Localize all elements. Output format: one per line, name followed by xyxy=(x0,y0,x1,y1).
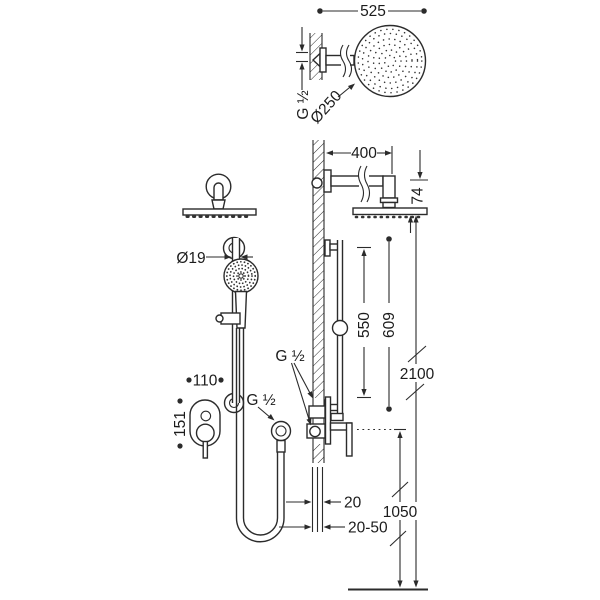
dim-projection-525: 525 xyxy=(360,3,386,20)
dim-overall-height: 2100 xyxy=(400,366,435,383)
front-view-figure: Ø19 G ½ 110 151 xyxy=(172,173,292,543)
dim-finished-wall: 20 xyxy=(344,495,362,512)
label-thread-top: G ½ xyxy=(295,90,312,119)
overhead-shower-figure: 525 G ½ Ø250 xyxy=(295,3,427,127)
side-view-figure: 400 74 xyxy=(275,140,436,591)
dim-slide-bar-length: 550 xyxy=(356,312,373,338)
dim-embed-depth-range: 20-50 xyxy=(348,520,388,537)
dim-mixer-height: 1050 xyxy=(383,504,418,521)
dim-arm-length: 400 xyxy=(351,145,377,162)
dim-head-offset: 74 xyxy=(410,187,427,205)
label-thread-outlet: G ½ xyxy=(246,392,275,409)
label-bar-diameter: Ø19 xyxy=(176,250,205,267)
label-head-diameter: Ø250 xyxy=(307,87,345,127)
dim-trim-height: 151 xyxy=(172,411,189,437)
dim-slide-bar-overall: 609 xyxy=(381,312,398,338)
label-thread-valve: G ½ xyxy=(275,348,304,365)
dim-trim-width: 110 xyxy=(193,373,218,390)
